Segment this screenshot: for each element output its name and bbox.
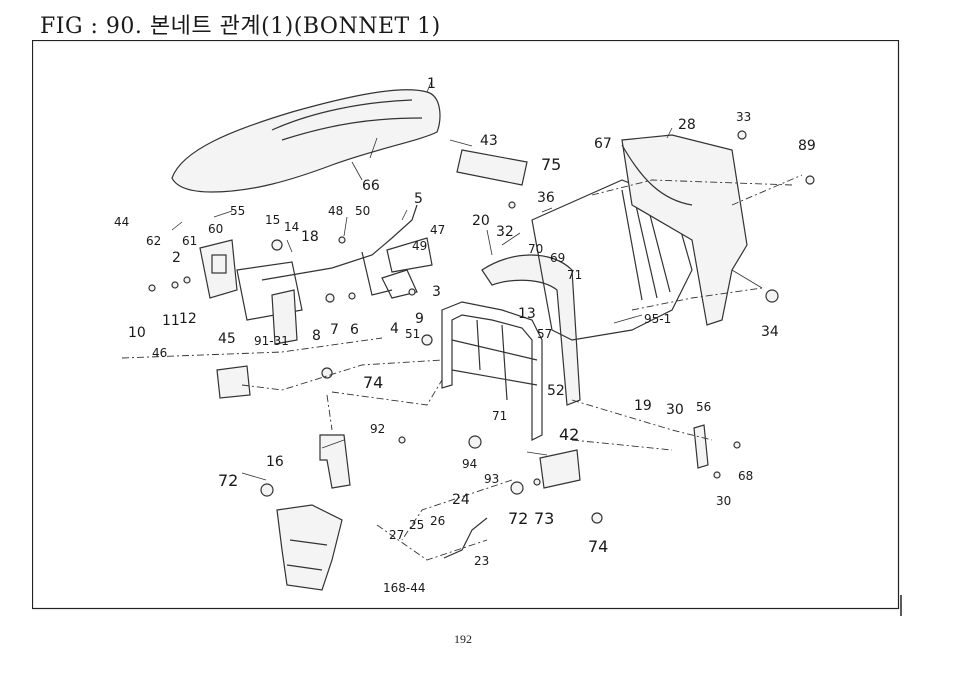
bracket-56 (693, 424, 709, 469)
callout-20: 20 (472, 213, 490, 229)
page-number: 192 (454, 632, 472, 646)
callout-57: 57 (537, 327, 552, 341)
callout-11: 11 (162, 313, 180, 329)
callout-9: 9 (415, 311, 424, 327)
callout-1: 1 (427, 76, 436, 92)
callout-36: 36 (537, 190, 555, 206)
callout-6: 6 (350, 322, 359, 338)
latch-lever-23 (443, 517, 488, 559)
callout-89: 89 (798, 138, 816, 154)
callout-33: 33 (736, 110, 751, 124)
callout-70: 70 (528, 242, 543, 256)
callout-73: 73 (534, 509, 554, 528)
callout-12: 12 (179, 311, 197, 327)
callout-45: 45 (218, 331, 236, 347)
callout-75: 75 (541, 155, 561, 174)
callout-56: 56 (696, 400, 711, 414)
hinge-bracket-45 (216, 365, 251, 399)
callout-71b: 71 (492, 409, 507, 423)
callout-13: 13 (518, 306, 536, 322)
callout-43: 43 (480, 133, 498, 149)
left-latch-bracket (199, 239, 303, 321)
diagram-frame: 1 2 3 4 5 6 7 8 9 10 11 12 13 14 15 16 1… (32, 40, 902, 616)
callout-8: 8 (312, 328, 321, 344)
callout-66: 66 (362, 178, 380, 194)
callout-4: 4 (390, 321, 399, 337)
front-frame-13 (441, 301, 543, 441)
bracket-42 (539, 449, 581, 489)
callout-60: 60 (208, 222, 223, 236)
callout-3: 3 (432, 284, 441, 300)
callout-46: 46 (152, 346, 167, 360)
callout-28: 28 (678, 117, 696, 133)
callout-93: 93 (484, 472, 499, 486)
exploded-parts-diagram: 1 2 3 4 5 6 7 8 9 10 11 12 13 14 15 16 1… (32, 40, 902, 616)
callout-49: 49 (412, 239, 427, 253)
callout-52: 52 (547, 383, 565, 399)
callout-30b: 30 (716, 494, 731, 508)
callout-34: 34 (761, 324, 779, 340)
frame-border (32, 40, 900, 610)
left-support-bracket (271, 289, 298, 345)
callout-15: 15 (265, 213, 280, 227)
callout-47: 47 (430, 223, 445, 237)
callout-51: 51 (405, 327, 420, 341)
callout-67: 67 (594, 136, 612, 152)
callout-50: 50 (355, 204, 370, 218)
grille-panel-32 (481, 254, 581, 406)
callout-30a: 30 (666, 402, 684, 418)
bonnet-top-cover (171, 79, 441, 193)
callout-2: 2 (172, 250, 181, 266)
callout-19: 19 (634, 398, 652, 414)
callout-68: 68 (738, 469, 753, 483)
callout-61: 61 (182, 234, 197, 248)
callout-23: 23 (474, 554, 489, 568)
callout-74b: 74 (588, 537, 608, 556)
callout-55: 55 (230, 204, 245, 218)
release-rod (261, 204, 433, 299)
callout-42: 42 (559, 425, 579, 444)
callout-72a: 72 (218, 471, 238, 490)
callout-32: 32 (496, 224, 514, 240)
side-cover-28 (621, 134, 748, 326)
callout-24: 24 (452, 492, 470, 508)
fasteners (148, 130, 815, 524)
assembly-lines (121, 174, 803, 561)
callout-48: 48 (328, 204, 343, 218)
callout-72b: 72 (508, 509, 528, 528)
callout-18: 18 (301, 229, 319, 245)
callout-25: 25 (409, 518, 424, 532)
callout-71a: 71 (567, 268, 582, 282)
callout-92: 92 (370, 422, 385, 436)
leader-lines (171, 127, 763, 481)
callout-10: 10 (128, 325, 146, 341)
callout-95-1: 95-1 (644, 312, 671, 326)
bracket-16 (319, 434, 351, 489)
callout-27: 27 (389, 528, 404, 542)
lower-frame-168-44 (276, 504, 343, 591)
callout-44: 44 (114, 215, 129, 229)
callout-91-31: 91-31 (254, 334, 289, 348)
callout-14: 14 (284, 220, 299, 234)
callout-168-44: 168-44 (383, 581, 426, 595)
callout-69: 69 (550, 251, 565, 265)
callout-labels: 1 2 3 4 5 6 7 8 9 10 11 12 13 14 15 16 1… (114, 76, 816, 595)
callout-94: 94 (462, 457, 477, 471)
callout-74a: 74 (363, 373, 383, 392)
callout-62: 62 (146, 234, 161, 248)
callout-26: 26 (430, 514, 445, 528)
callout-16: 16 (266, 454, 284, 470)
callout-5: 5 (414, 191, 423, 207)
top-plate-75 (456, 149, 528, 186)
figure-title: FIG : 90. 본네트 관계(1)(BONNET 1) (40, 14, 441, 39)
callout-7: 7 (330, 322, 339, 338)
